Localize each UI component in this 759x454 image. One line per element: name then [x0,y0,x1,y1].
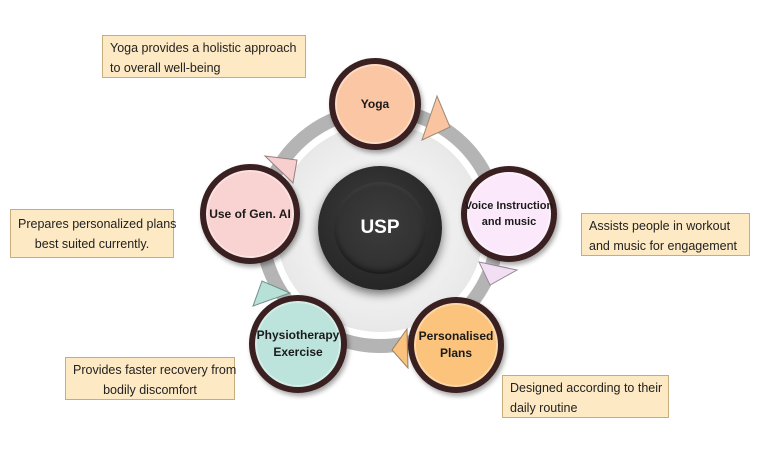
node-voice-instruction: Voice Instruction and music [461,166,557,262]
note-plans: Designed according to their daily routin… [502,375,669,418]
note-genai: Prepares personalized plans best suited … [10,209,177,258]
node-personalised-plans: Personalised Plans [408,297,504,393]
node-voice-label-line2: and music [481,216,537,228]
node-genai-label: Use of Gen. AI [209,206,291,221]
node-yoga-label: Yoga [360,96,390,111]
arrow-voice-to-plans [478,261,519,286]
node-yoga: Yoga [329,58,421,150]
arrow-genai-to-yoga [263,155,298,185]
note-yoga-line2: to overall well-being [110,61,221,75]
note-plans-line2: daily routine [510,401,578,415]
note-voice-line2: and music for engagement [589,239,738,253]
usp-label: USP [334,182,426,274]
arrow-physio-to-genai [252,280,292,307]
node-voice-label-line1: Voice Instruction [464,200,554,212]
note-genai-line1: Prepares personalized plans [18,217,177,231]
note-physio-line1: Provides faster recovery from [73,363,237,377]
note-plans-line1: Designed according to their [510,381,663,395]
arrow-yoga-to-voice [421,94,451,141]
note-physio: Provides faster recovery from bodily dis… [65,357,237,400]
node-physio-label-line2: Exercise [273,345,323,359]
note-genai-line2: best suited currently. [34,237,150,251]
node-physio-label-line1: Physiotherapy [256,328,340,342]
note-voice-line1: Assists people in workout [589,219,731,233]
node-plans-label-line1: Personalised [418,329,494,343]
note-yoga-line1: Yoga provides a holistic approach [110,41,297,55]
note-physio-line2: bodily discomfort [103,383,197,397]
usp-hub: USP [318,166,442,290]
note-yoga: Yoga provides a holistic approach to ove… [102,35,306,78]
node-plans-label-line2: Plans [440,346,473,360]
node-use-of-gen-ai: Use of Gen. AI [200,164,300,264]
note-voice: Assists people in workout and music for … [581,213,750,256]
arrow-plans-to-physio [391,327,409,370]
node-physiotherapy-exercise: Physiotherapy Exercise [249,295,347,393]
